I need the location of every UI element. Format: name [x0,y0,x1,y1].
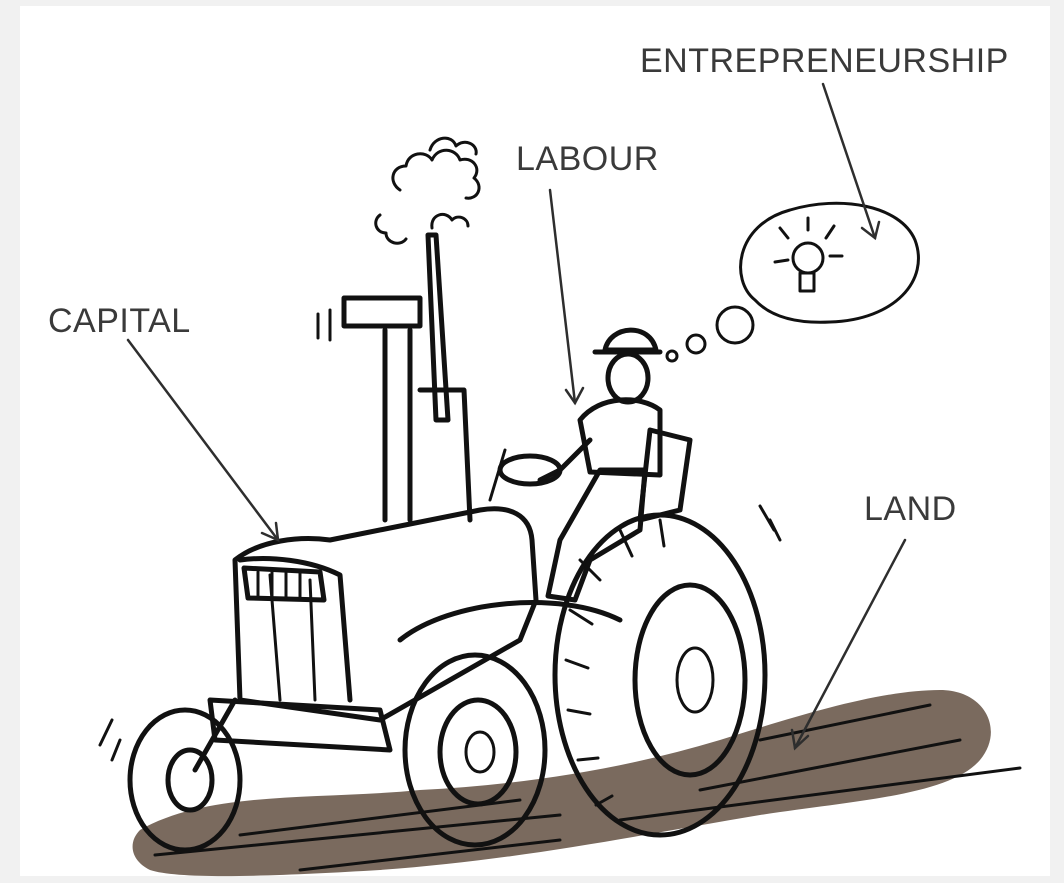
entrepreneurship-arrowhead [860,220,881,241]
entrepreneurship-arrow [821,82,877,240]
capital-arrowhead [260,521,280,543]
label-entrepreneurship: ENTREPRENEURSHIP [640,42,1009,80]
land-arrowhead [790,728,810,751]
land-arrow [793,538,907,750]
label-land: LAND [864,490,957,528]
light-bulb-icon [773,216,844,293]
label-labour: LABOUR [516,140,659,178]
capital-arrow [126,338,280,542]
labour-arrowhead [564,386,585,406]
tractor [98,232,782,853]
farmer [488,327,663,603]
smoke [374,136,481,245]
labour-arrow [548,188,577,405]
soil-field [132,690,1022,877]
thought-bubble [665,201,920,363]
label-capital: CAPITAL [48,302,191,340]
